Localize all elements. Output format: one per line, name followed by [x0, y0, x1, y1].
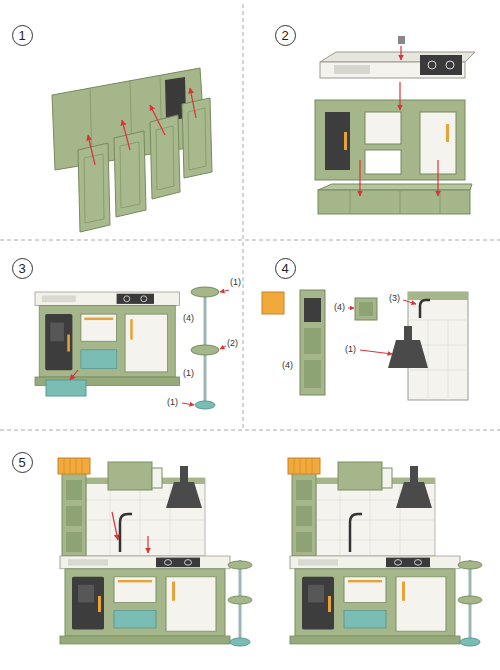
callout-number: (1)	[182, 368, 195, 379]
step-number: 1	[12, 25, 33, 46]
step-number-text: 2	[281, 29, 288, 42]
callout-number: (1)	[166, 397, 179, 408]
step-number-text: 3	[18, 262, 25, 275]
step-number: 4	[275, 258, 296, 279]
callout-number: (4)	[333, 302, 346, 313]
callout-number: (4)	[281, 360, 294, 371]
step-number: 2	[275, 25, 296, 46]
callout-number: (2)	[226, 338, 239, 349]
callout-number: (1)	[229, 277, 242, 288]
callout-number: (4)	[182, 313, 195, 324]
step-number-text: 1	[18, 29, 25, 42]
callout-number: (3)	[388, 293, 401, 304]
step-number: 5	[12, 452, 33, 473]
step-number: 3	[12, 258, 33, 279]
callout-number: (1)	[344, 344, 357, 355]
step-number-text: 4	[281, 262, 288, 275]
step-number-text: 5	[18, 456, 25, 469]
